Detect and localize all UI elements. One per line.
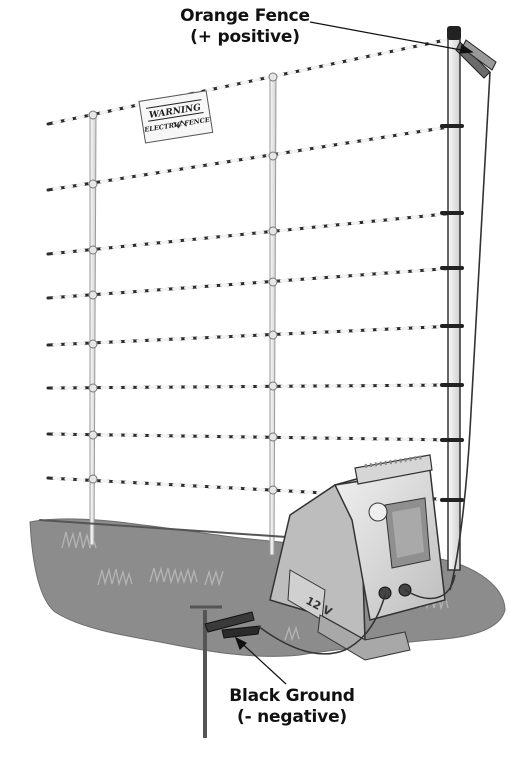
callout-positive: Orange Fence (+ positive) (160, 6, 330, 48)
callout-negative: Black Ground (- negative) (212, 686, 372, 728)
callout-positive-line2: (+ positive) (160, 27, 330, 48)
callout-negative-line1: Black Ground (212, 686, 372, 707)
callout-negative-line2: (- negative) (212, 707, 372, 728)
fence-stakes (90, 80, 276, 555)
end-post (440, 26, 464, 570)
callout-positive-line1: Orange Fence (160, 6, 330, 27)
